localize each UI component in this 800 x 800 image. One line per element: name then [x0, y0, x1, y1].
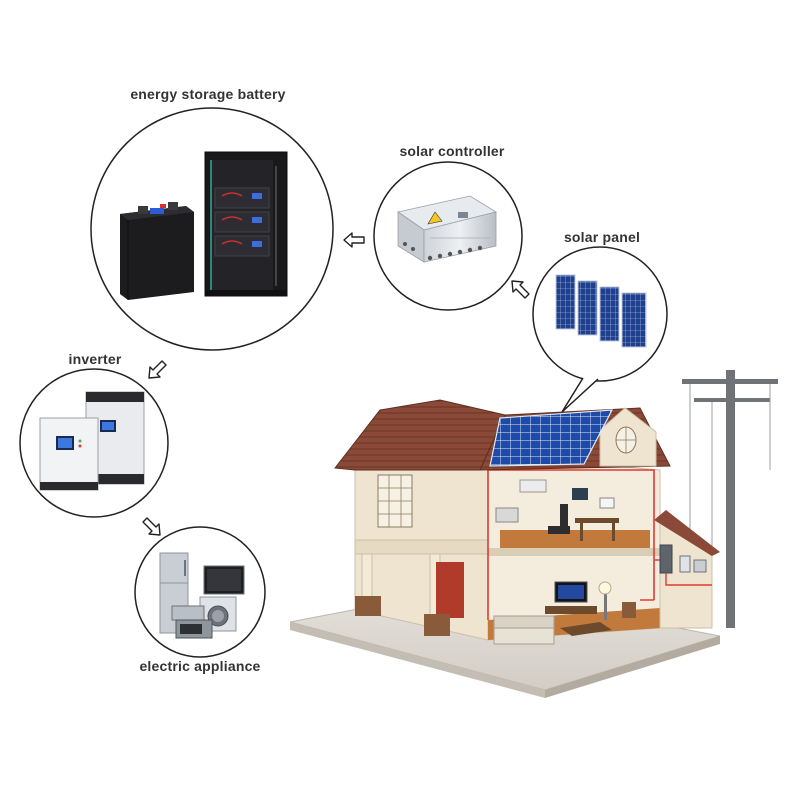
label-solar-controller: solar controller [399, 143, 505, 159]
label-solar-panel: solar panel [563, 229, 641, 245]
inverter-icon [39, 391, 145, 491]
appliance-group-icon [159, 552, 245, 639]
arrow-controller-to-battery-icon [343, 232, 365, 248]
house-illustration [289, 399, 721, 698]
arrow-battery-to-inverter-icon [148, 360, 167, 379]
battery-icon [120, 202, 194, 300]
solar-panel-icon [555, 274, 647, 348]
label-electric-appliance: electric appliance [139, 658, 261, 674]
label-energy-storage-battery: energy storage battery [130, 86, 286, 102]
arrow-inverter-to-appliance-icon [142, 517, 161, 536]
label-inverter: inverter [68, 351, 122, 367]
utility-pole-icon [682, 370, 778, 628]
solar-controller-box-icon [397, 195, 498, 263]
battery-cabinet-icon [204, 151, 288, 297]
panel-callout-pointer [561, 377, 599, 413]
arrow-panel-to-controller-icon [511, 280, 530, 299]
